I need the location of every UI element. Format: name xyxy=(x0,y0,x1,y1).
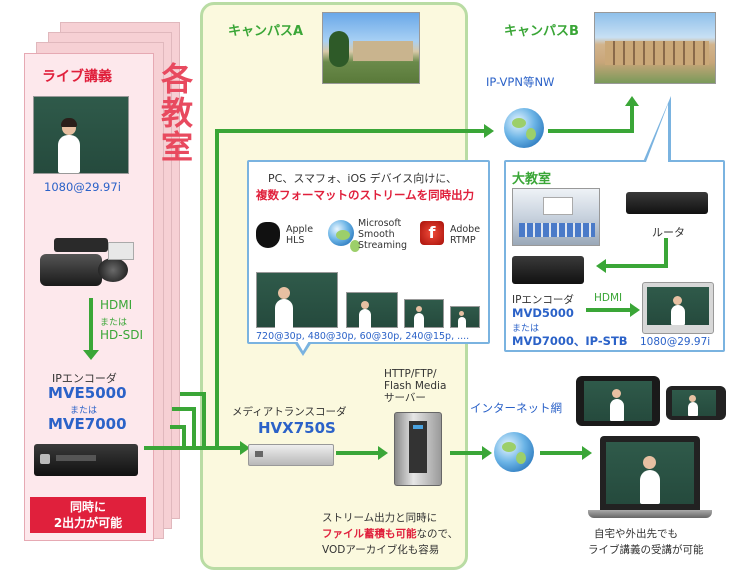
internet-globe-icon xyxy=(494,432,534,472)
decoder-model1: MVD5000 xyxy=(512,306,574,320)
teacher-photo xyxy=(33,96,129,174)
laptop-base xyxy=(588,510,712,518)
dual-output-line2: 2出力が可能 xyxy=(53,516,123,530)
tree-shape xyxy=(329,31,349,67)
arrow-to-campus-b-vertical xyxy=(215,129,219,448)
encoder-model2: MVE7000 xyxy=(48,415,127,433)
encoder-model1: MVE5000 xyxy=(48,384,127,402)
transcoder-model: HVX750S xyxy=(258,419,336,437)
hall-resolution: 1080@29.97i xyxy=(640,336,711,348)
classroom-resolution: 1080@29.97i xyxy=(44,180,121,194)
server-tower-icon xyxy=(394,412,442,486)
silverlight-icon xyxy=(328,220,360,252)
hall-hdmi: HDMI xyxy=(594,292,623,304)
video-camera-icon xyxy=(40,232,135,294)
internet-note: 自宅や外出先でも ライブ講義の受講が可能 xyxy=(588,528,704,556)
signal-hdmi: HDMI xyxy=(100,298,133,312)
ip-encoder-device-icon xyxy=(34,444,138,476)
dual-output-badge: 同時に 2出力が可能 xyxy=(30,497,146,533)
ip-decoder-device-icon xyxy=(512,256,584,284)
decoder-or: または xyxy=(512,324,540,334)
campus-a-photo xyxy=(322,12,420,84)
transcoder-label: メディアトランスコーダ xyxy=(232,406,347,418)
decoder-label: IPエンコーダ xyxy=(512,294,574,306)
stream-thumb-480 xyxy=(346,292,398,329)
bubble-line2: 複数フォーマットのストリームを同時出力 xyxy=(256,188,475,202)
server-note: ストリーム出力と同時に ファイル蓄積も可能なので、 VODアーカイブ化も容易 xyxy=(322,512,459,556)
arrow-camera-to-encoder xyxy=(89,298,93,354)
arrow-transcoder-to-server xyxy=(336,451,380,455)
encoder-label: IPエンコーダ xyxy=(52,372,117,385)
monitor-icon xyxy=(642,282,714,334)
arrow-to-campus-b-horizontal xyxy=(215,129,487,133)
lecture-hall-photo xyxy=(512,188,600,246)
bubble-line1: PC、スマフォ、iOS デバイス向けに、 xyxy=(268,172,457,185)
arrow-globe-to-campus-b xyxy=(548,129,634,133)
arrow-server-to-internet xyxy=(450,451,484,455)
lecture-hall-title: 大教室 xyxy=(512,172,552,187)
teacher-hair xyxy=(61,118,77,127)
vpn-globe-icon xyxy=(504,108,544,148)
arrow-head-right xyxy=(240,441,250,455)
arrow-encoder-to-transcoder xyxy=(144,446,242,450)
decoder-model2: MVD7000、IP-STB xyxy=(512,334,628,348)
stream-thumb-240 xyxy=(450,306,480,329)
dual-output-line1: 同時に xyxy=(69,500,106,514)
arrow-head-up xyxy=(625,96,639,106)
encoder-or: または xyxy=(70,406,98,416)
teacher-body xyxy=(58,135,80,173)
campus-b-network: IP-VPN等NW xyxy=(486,75,555,89)
campus-a-title: キャンパスA xyxy=(228,24,304,39)
laptop-icon xyxy=(600,436,700,510)
signal-or: または xyxy=(100,318,128,328)
building-shape xyxy=(353,41,413,61)
stream-thumb-720 xyxy=(256,272,338,329)
router-device-icon xyxy=(626,192,708,214)
arrow-head-right xyxy=(484,124,494,138)
classrooms-vertical-label: 各教室 xyxy=(156,62,194,164)
campus-b-photo xyxy=(594,12,716,84)
router-label: ルータ xyxy=(652,226,685,239)
arrow-internet-to-devices xyxy=(540,451,584,455)
arrow-router-to-decoder xyxy=(664,238,668,268)
arrow-head-down xyxy=(83,350,99,360)
tablet-icon xyxy=(576,376,660,426)
stream-resolutions: 720@30p, 480@30p, 60@30p, 240@15p, .... xyxy=(256,331,470,342)
stream-thumb-360 xyxy=(404,299,444,329)
campus-b-title: キャンパスB xyxy=(504,24,579,39)
internet-label: インターネット網 xyxy=(470,401,562,415)
media-transcoder-device-icon xyxy=(248,444,334,466)
arrow-decoder-to-monitor xyxy=(586,308,632,312)
apple-icon xyxy=(256,222,280,248)
flash-icon: f xyxy=(420,221,444,245)
live-lecture-title: ライブ講義 xyxy=(42,69,112,85)
smartphone-icon xyxy=(666,386,726,420)
signal-sdi: HD-SDI xyxy=(100,328,143,342)
